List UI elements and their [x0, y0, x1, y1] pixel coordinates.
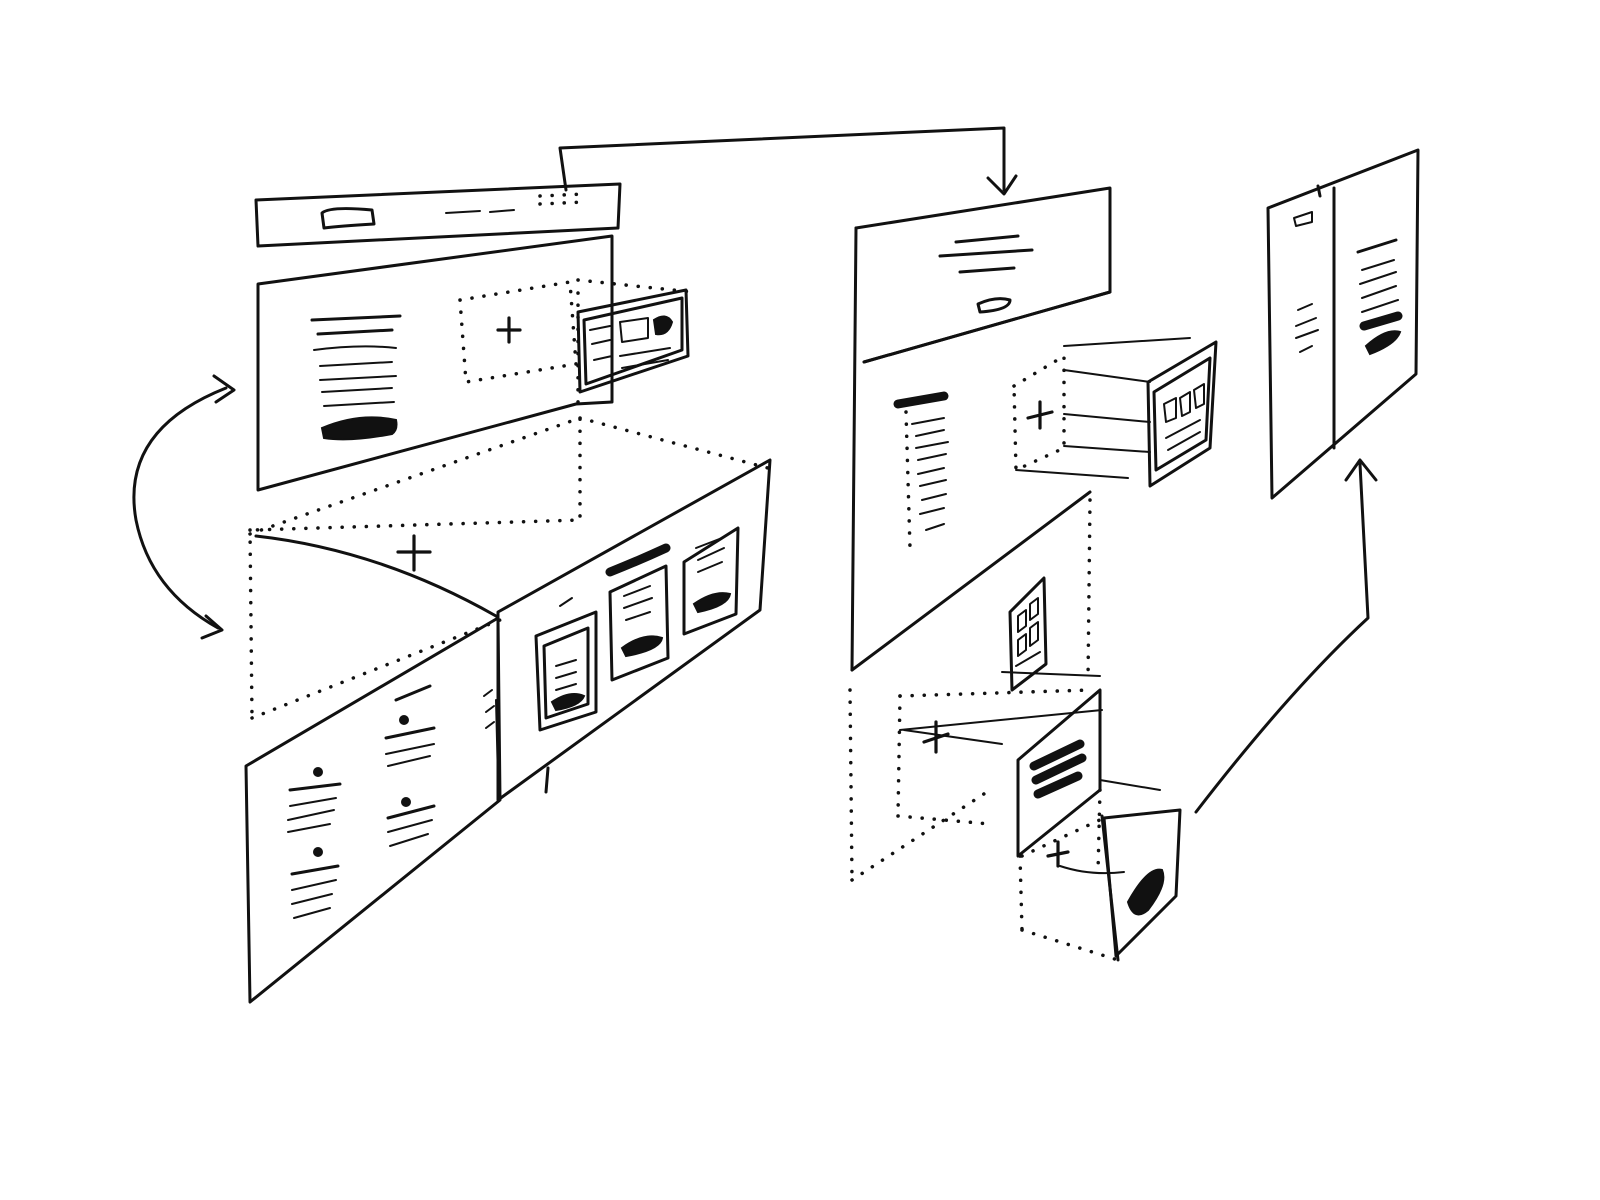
button-pill-icon [1126, 868, 1165, 916]
left-curved-double-arrow [132, 374, 236, 640]
hero-media-card [576, 288, 690, 394]
right-split-page [1266, 148, 1420, 500]
plus-icon [922, 720, 950, 754]
card [605, 543, 671, 682]
list-item [290, 847, 340, 919]
center-media-card [1146, 340, 1218, 488]
overlay-button-card [1018, 808, 1182, 962]
center-grid-card [1008, 576, 1048, 692]
middle-placeholder [248, 415, 770, 720]
right-up-arrow-to-split-page [1194, 458, 1378, 814]
plus-icon [496, 316, 522, 344]
bottom-list-panel [244, 616, 502, 1004]
stacked-overlay [848, 498, 1103, 882]
hero-media-placeholder [458, 278, 694, 404]
card-row [496, 458, 772, 802]
plus-icon [396, 534, 432, 572]
center-media-placeholder [1012, 337, 1191, 479]
overlay-card [1016, 688, 1161, 874]
list-item [384, 684, 436, 767]
center-page-body [850, 226, 1092, 672]
card [682, 526, 740, 636]
card [534, 597, 598, 732]
list-item [287, 767, 342, 833]
list-item [386, 797, 436, 847]
hero-panel [256, 234, 614, 492]
arrow-icon [1344, 458, 1378, 482]
top-bracket-arrow-to-center-page [558, 126, 1018, 196]
plus-icon [1026, 400, 1054, 430]
plus-icon [1046, 840, 1070, 868]
top-nav-bar [254, 182, 622, 248]
arrow-icon [986, 174, 1018, 196]
center-page-header [854, 186, 1112, 364]
